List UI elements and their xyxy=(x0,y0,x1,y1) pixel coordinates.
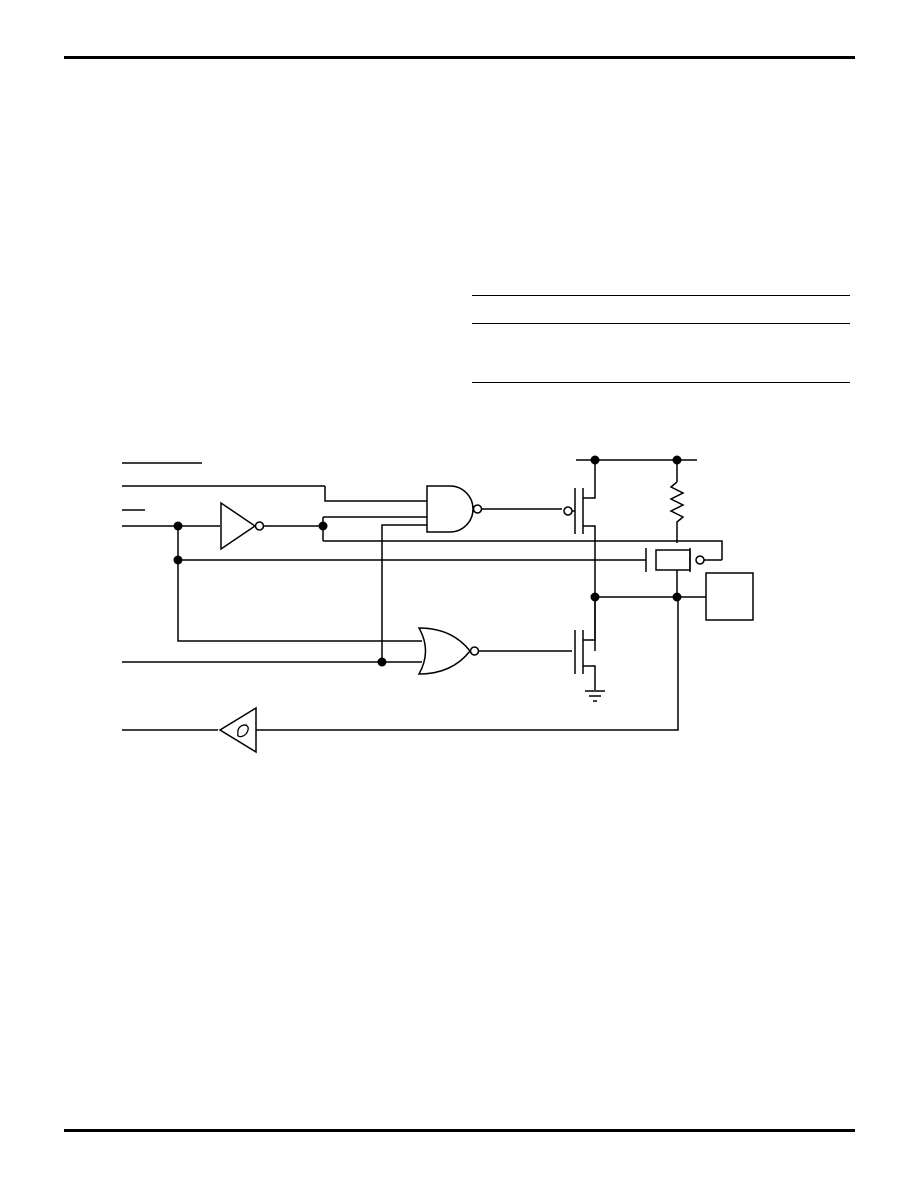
pull-up-resistor xyxy=(669,481,685,543)
ground-symbol xyxy=(585,690,605,702)
footer-rule xyxy=(64,1129,855,1132)
header-rule xyxy=(64,56,855,59)
control-wires xyxy=(177,516,723,662)
n-channel-mosfet xyxy=(574,597,596,690)
input-lines xyxy=(122,462,427,731)
nand-gate xyxy=(426,485,562,533)
schmitt-input-buffer xyxy=(218,597,679,754)
junction-dots xyxy=(173,455,682,667)
inverter-gate xyxy=(220,501,323,551)
pin-pad xyxy=(705,572,754,621)
table-rule-top xyxy=(472,295,850,296)
table-rule-bottom xyxy=(472,382,850,383)
table-rule-header xyxy=(472,323,850,324)
p-channel-mosfet xyxy=(563,485,596,651)
nor-gate xyxy=(417,627,572,675)
